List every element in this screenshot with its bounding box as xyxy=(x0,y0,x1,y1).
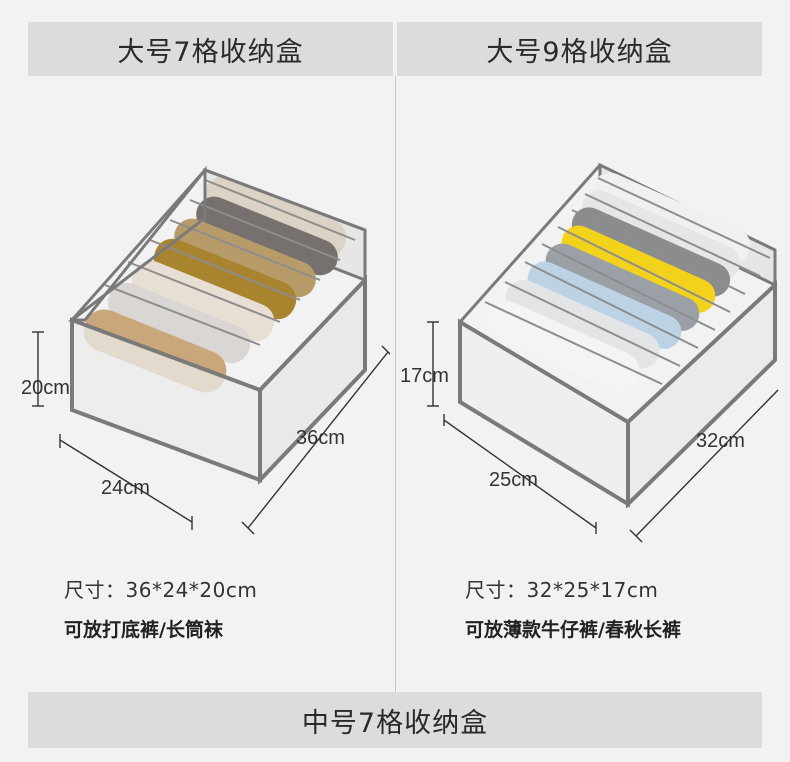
large-9-grid-banner: 大号9格收纳盒 xyxy=(397,22,762,76)
organizer-9-grid-image: 17cm 25cm 32cm xyxy=(400,90,780,560)
right-spec-block: 尺寸：32*25*17cm 可放薄款牛仔裤/春秋长裤 xyxy=(465,574,681,642)
organizer-7-grid-illustration: 20cm 24cm 36cm xyxy=(21,165,390,535)
left-spec-block: 尺寸：36*24*20cm 可放打底裤/长筒袜 xyxy=(64,574,257,642)
size-text: 尺寸：36*24*20cm xyxy=(64,578,258,602)
size-text: 尺寸：32*25*17cm xyxy=(465,578,659,602)
banner-title: 中号7格收纳盒 xyxy=(301,707,489,739)
large-7-grid-banner: 大号7格收纳盒 xyxy=(28,22,393,76)
use-text: 可放打底裤/长筒袜 xyxy=(64,619,223,641)
column-divider xyxy=(395,76,396,692)
height-label: 17cm xyxy=(400,365,449,387)
length-label: 36cm xyxy=(296,427,345,449)
medium-7-grid-banner: 中号7格收纳盒 xyxy=(28,692,762,748)
length-label: 32cm xyxy=(696,430,745,452)
organizer-9-grid-illustration: 17cm 25cm 32cm xyxy=(400,162,779,543)
depth-label: 24cm xyxy=(101,477,150,499)
organizer-7-grid-image: 20cm 24cm 36cm xyxy=(10,90,390,560)
banner-title: 大号7格收纳盒 xyxy=(117,36,304,68)
use-text: 可放薄款牛仔裤/春秋长裤 xyxy=(465,619,681,641)
depth-label: 25cm xyxy=(489,469,538,491)
banner-title: 大号9格收纳盒 xyxy=(486,36,673,68)
height-label: 20cm xyxy=(21,377,70,399)
